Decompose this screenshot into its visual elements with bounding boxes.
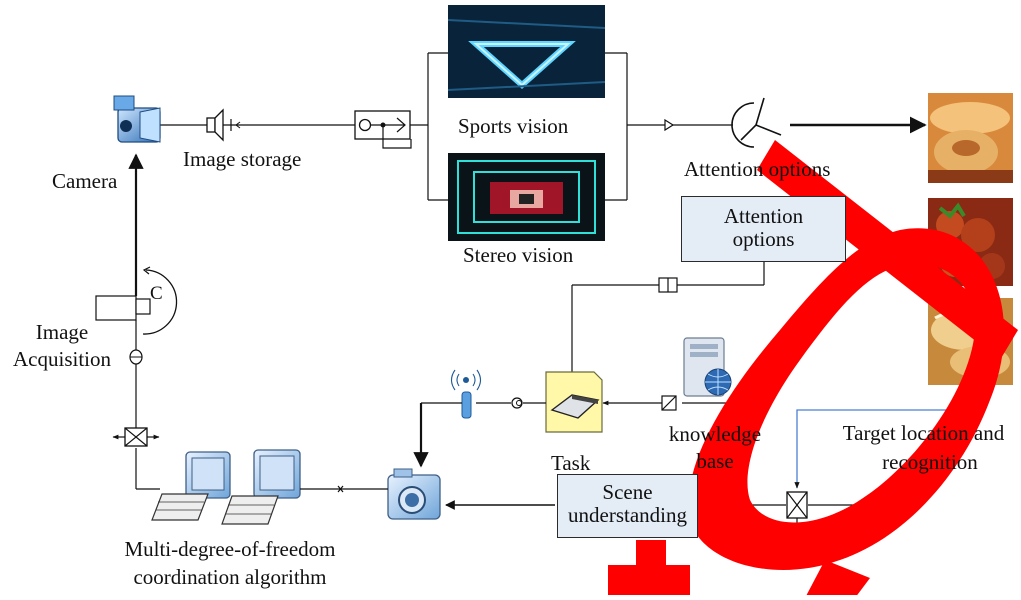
knowledge-base-label-1: knowledge: [668, 422, 762, 446]
camera-label: Camera: [52, 169, 118, 193]
red-watermark: [608, 140, 1018, 598]
stereo-vision-image: [448, 153, 605, 241]
computer-icon-1: [151, 451, 231, 521]
task-label: Task: [551, 451, 591, 475]
diode-icon: [661, 395, 677, 411]
attention-options-label: Attention options: [684, 157, 831, 181]
stereo-vision-label: Stereo vision: [463, 243, 574, 267]
image-storage-label: Image storage: [183, 147, 302, 171]
scanner-icon: [545, 371, 603, 433]
knowledge-base-label-2: base: [696, 449, 734, 473]
scene-understanding-box: Scene understanding: [557, 474, 698, 538]
attention-options-box: Attention options: [681, 196, 846, 262]
mdof-label-1: Multi-degree-of-freedom: [124, 537, 336, 561]
attention-options-line1: Attention: [723, 204, 804, 228]
scene-understanding-line1: Scene: [602, 480, 653, 504]
c-label: C: [150, 283, 163, 304]
target-location-label-1: Target location and: [842, 421, 1005, 445]
antenna-icon: [450, 369, 482, 419]
junction-left-icon: [112, 427, 160, 447]
mdof-label-2: coordination algorithm: [133, 565, 327, 589]
digital-camera-icon: [387, 468, 441, 520]
target-location-label-2: recognition: [882, 450, 978, 474]
capacitor-icon: [658, 277, 678, 293]
speaker-icon: [206, 108, 224, 142]
attention-gauge-icon: [731, 97, 782, 148]
sports-vision-image: [447, 5, 606, 98]
sports-vision-label: Sports vision: [458, 114, 569, 138]
coil-icon: [511, 397, 523, 409]
camera-icon: [113, 95, 161, 143]
acquisition-block: [95, 266, 178, 335]
image-acquisition-label-2: Acquisition: [13, 347, 111, 371]
food-image-1: [928, 93, 1013, 183]
scene-understanding-line2: understanding: [568, 503, 687, 528]
server-icon: [683, 337, 732, 397]
image-acquisition-label-1: Image: [35, 320, 89, 344]
attention-options-line2: options: [732, 227, 795, 252]
switch-icon: [354, 110, 412, 149]
computer-icon-2: [221, 449, 301, 525]
